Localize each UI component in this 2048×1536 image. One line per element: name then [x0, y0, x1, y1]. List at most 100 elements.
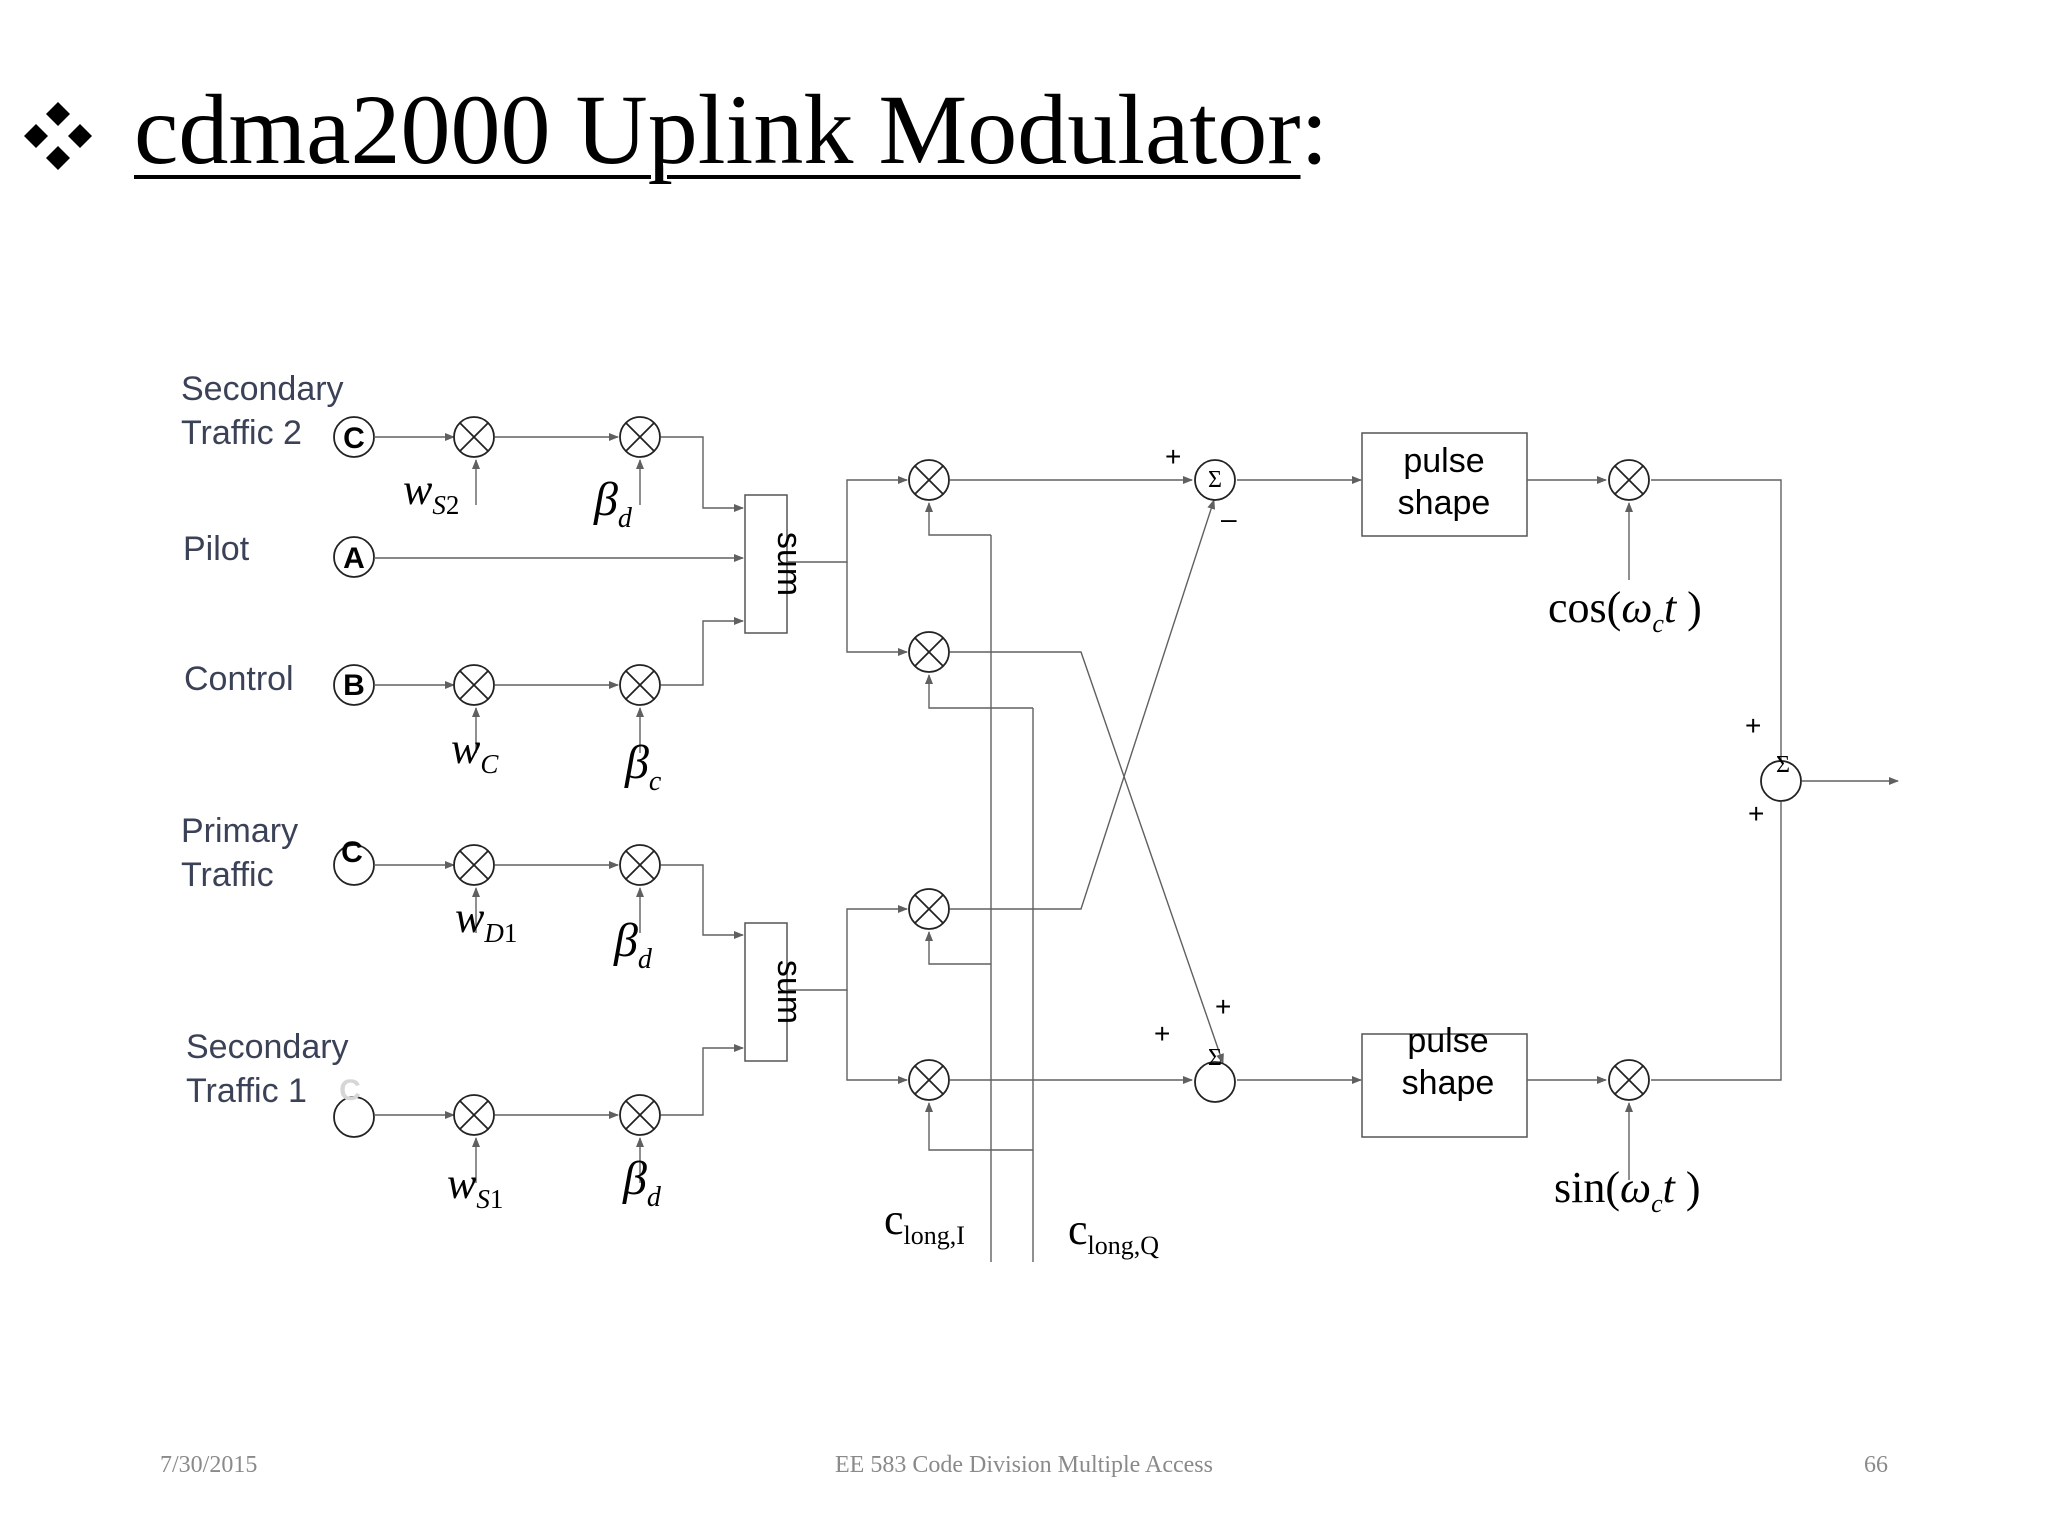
sign-q-plus-left: + — [1154, 1018, 1170, 1049]
svg-text:clong,Q: clong,Q — [1068, 1205, 1159, 1260]
source-letter-secondary-1: C — [339, 1074, 361, 1107]
sin-fn: sin( — [1554, 1163, 1620, 1212]
svg-text:wS2: wS2 — [403, 465, 459, 520]
walsh-wc-sub: C — [480, 749, 499, 779]
svg-text:βd: βd — [613, 914, 653, 975]
multiplier-icon-sin-carrier — [1608, 1059, 1650, 1101]
walsh-ws1-base: w — [447, 1159, 477, 1208]
svg-text:βd: βd — [622, 1152, 662, 1213]
svg-text:wD1: wD1 — [455, 893, 517, 948]
source-letter-primary: C — [341, 836, 363, 869]
sum-label-upper: sum — [770, 532, 808, 596]
sin-sub: c — [1651, 1189, 1663, 1218]
sign-i-plus: + — [1165, 441, 1181, 472]
sum-label-lower: sum — [770, 960, 808, 1024]
sign-i-minus: – — [1221, 503, 1237, 534]
gain-3-base: β — [613, 914, 638, 967]
walsh-label-wc: wC — [451, 724, 499, 779]
diamond-cluster-bullet-icon — [24, 102, 92, 170]
gain-2-sub: c — [649, 766, 662, 797]
secondary-traffic-2-label-line2: Traffic 2 — [181, 414, 302, 452]
sin-close: ) — [1675, 1163, 1701, 1212]
gain-2-base: β — [624, 736, 649, 789]
multiplier-icon-upper-i — [908, 459, 950, 501]
cos-carrier-label: cos(ωct ) — [1548, 583, 1702, 638]
clong-i-base: c — [884, 1195, 904, 1244]
walsh-wc-base: w — [451, 724, 481, 773]
pilot-label: Pilot — [183, 530, 250, 568]
summation-icon-i: Σ — [1194, 459, 1236, 501]
sigma-q: Σ — [1208, 1045, 1222, 1071]
control-label: Control — [184, 660, 294, 698]
svg-text:wC: wC — [451, 724, 499, 779]
sum-block-upper: sum — [744, 494, 808, 634]
svg-text:clong,I: clong,I — [884, 1195, 965, 1250]
svg-text:sin(ωct ): sin(ωct ) — [1554, 1163, 1701, 1218]
title-colon: : — [1300, 74, 1329, 185]
sigma-i: Σ — [1208, 467, 1222, 493]
pulse-shape-q-line2: shape — [1402, 1064, 1495, 1102]
footer-date: 7/30/2015 — [160, 1452, 258, 1478]
sin-omega: ω — [1620, 1163, 1651, 1212]
walsh-wd1-sub2: 1 — [504, 918, 518, 948]
summation-icon-q: Σ — [1194, 1045, 1236, 1103]
sign-q-plus-top: + — [1215, 991, 1231, 1022]
cos-t: t — [1664, 583, 1678, 632]
multiplier-icon-upper-q — [908, 631, 950, 673]
multiplier-icon-walsh-c — [453, 664, 495, 706]
source-node-primary: C — [333, 836, 375, 886]
gain-4-sub: d — [647, 1182, 662, 1213]
footer-page-number: 66 — [1864, 1452, 1888, 1478]
walsh-ws1-sub: S — [476, 1184, 490, 1214]
gain-label-1: βd — [593, 473, 633, 534]
sin-carrier-label: sin(ωct ) — [1554, 1163, 1701, 1218]
multiplier-icon-cos-carrier — [1608, 459, 1650, 501]
pulse-shape-block-q: pulse shape — [1361, 1022, 1528, 1138]
svg-text:wS1: wS1 — [447, 1159, 503, 1214]
footer-course: EE 583 Code Division Multiple Access — [835, 1452, 1213, 1478]
multiplier-icon-gain-3 — [619, 844, 661, 886]
pulse-shape-q-line1: pulse — [1407, 1022, 1488, 1060]
summation-icon-output: Σ — [1760, 752, 1802, 802]
walsh-wd1-sub: D — [483, 918, 504, 948]
multiplier-icon-gain-2 — [619, 664, 661, 706]
secondary-traffic-1-label-line2: Traffic 1 — [186, 1072, 307, 1110]
source-node-secondary-2: C — [333, 416, 375, 458]
clong-i-sub: long,I — [904, 1221, 965, 1250]
source-letter-control: B — [343, 669, 365, 702]
walsh-label-ws1: wS1 — [447, 1159, 503, 1214]
gain-4-base: β — [622, 1152, 647, 1205]
svg-text:βc: βc — [624, 736, 662, 797]
gain-label-3: βd — [613, 914, 653, 975]
cos-close: ) — [1676, 583, 1702, 632]
multiplier-icon-gain-4 — [619, 1094, 661, 1136]
source-node-control: B — [333, 664, 375, 706]
slide-title: cdma2000 Uplink Modulator: — [0, 70, 1400, 190]
title-heading: cdma2000 Uplink Modulator: — [134, 80, 1328, 180]
long-code-i-label: clong,I — [884, 1195, 965, 1250]
sigma-output: Σ — [1776, 752, 1790, 778]
multiplier-icon-lower-q — [908, 1059, 950, 1101]
title-text: cdma2000 Uplink Modulator — [134, 74, 1301, 185]
sum-block-lower: sum — [744, 922, 808, 1062]
pulse-shape-i-line2: shape — [1398, 484, 1491, 522]
pulse-shape-block-i: pulse shape — [1361, 432, 1528, 537]
source-node-secondary-1: C — [333, 1074, 375, 1138]
primary-traffic-label-line1: Primary — [181, 812, 298, 850]
long-code-q-label: clong,Q — [1068, 1205, 1159, 1260]
gain-label-2: βc — [624, 736, 662, 797]
svg-text:cos(ωct ): cos(ωct ) — [1548, 583, 1702, 638]
sign-out-plus-top: + — [1745, 710, 1761, 741]
walsh-ws2-sub: S — [432, 490, 446, 520]
walsh-label-ws2: wS2 — [403, 465, 459, 520]
sign-out-plus-bottom: + — [1748, 798, 1764, 829]
cos-sub: c — [1652, 609, 1664, 638]
walsh-ws1-sub2: 1 — [490, 1184, 504, 1214]
cos-fn: cos( — [1548, 583, 1621, 632]
multiplier-icon-gain-1 — [619, 416, 661, 458]
gain-label-4: βd — [622, 1152, 662, 1213]
multiplier-icon-walsh-s1 — [453, 1094, 495, 1136]
svg-text:βd: βd — [593, 473, 633, 534]
source-letter-pilot: A — [343, 542, 365, 575]
